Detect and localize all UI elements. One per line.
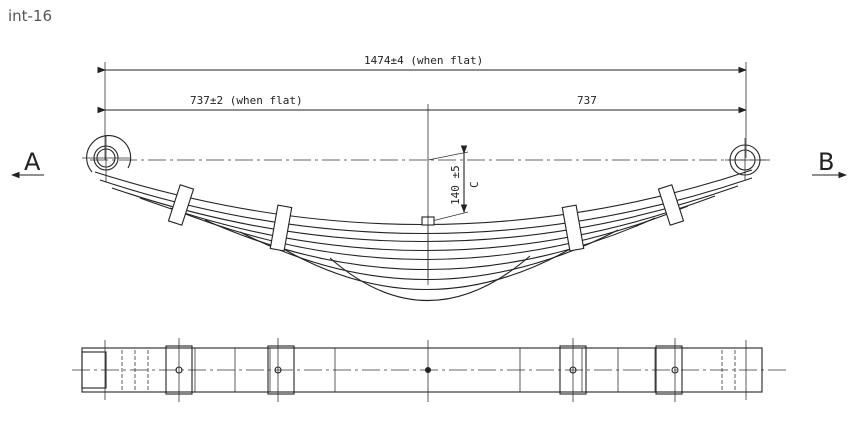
section-marker-b: B bbox=[812, 148, 848, 179]
plan-view bbox=[72, 338, 790, 402]
left-half-length-dimension: 737±2 (when flat) bbox=[190, 94, 303, 107]
spring-leaves bbox=[94, 169, 753, 302]
svg-text:B: B bbox=[818, 148, 834, 176]
plan-clips bbox=[165, 338, 683, 402]
camber-dimension: 140 ±5 C bbox=[427, 145, 481, 223]
svg-text:A: A bbox=[24, 148, 41, 176]
camber-value: 140 ±5 bbox=[449, 165, 462, 205]
rebound-clips bbox=[167, 184, 685, 252]
camber-label: C bbox=[468, 181, 481, 188]
overall-length-dimension: 1474±4 (when flat) bbox=[364, 54, 483, 67]
left-eye bbox=[82, 135, 132, 182]
drawing-id: int-16 bbox=[8, 7, 53, 25]
section-marker-a: A bbox=[10, 148, 44, 179]
center-bolt bbox=[421, 215, 435, 278]
right-half-length-dimension: 737 bbox=[577, 94, 597, 107]
right-eye bbox=[725, 138, 765, 180]
